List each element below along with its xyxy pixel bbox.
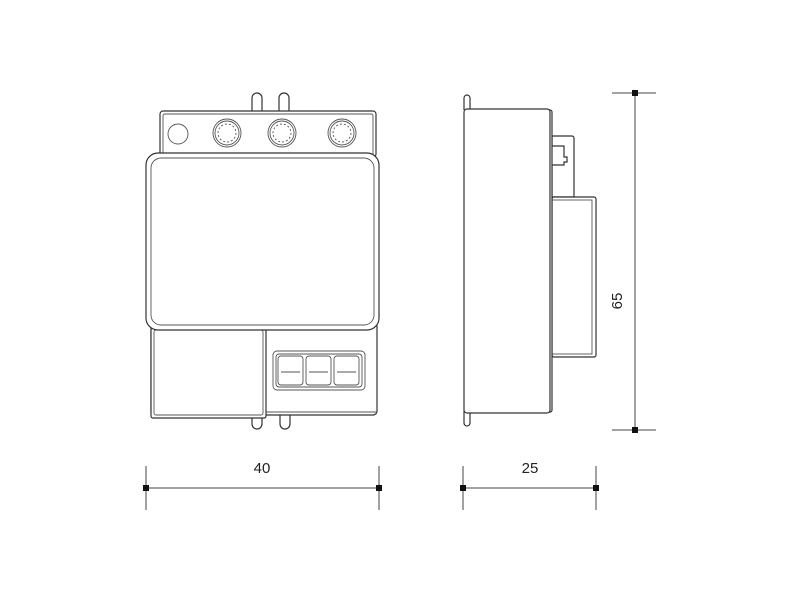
bottom-pin bbox=[279, 412, 291, 430]
side-view bbox=[463, 94, 597, 427]
dip-switch[interactable] bbox=[333, 355, 360, 386]
dip-switch[interactable] bbox=[277, 355, 304, 386]
top-pin bbox=[278, 92, 290, 112]
top-pin bbox=[251, 92, 263, 112]
side-pin bbox=[463, 411, 471, 427]
side-pin bbox=[463, 94, 471, 110]
cover bbox=[145, 152, 380, 331]
dip-switch-block bbox=[272, 350, 366, 391]
height-label: 65 bbox=[609, 293, 626, 310]
potentiometer bbox=[327, 118, 357, 148]
dip-switch[interactable] bbox=[305, 355, 332, 386]
left-compartment bbox=[150, 327, 267, 419]
depth-label: 25 bbox=[522, 460, 539, 477]
front-view bbox=[145, 92, 380, 430]
mounting-clip bbox=[551, 135, 575, 198]
potentiometer bbox=[267, 118, 297, 148]
width-label: 40 bbox=[254, 460, 271, 477]
cover-inner bbox=[150, 157, 375, 326]
side-body bbox=[463, 108, 551, 414]
rear-bracket bbox=[551, 196, 597, 358]
depth-dimension: 25 bbox=[460, 460, 599, 510]
height-dimension: 65 bbox=[609, 90, 656, 433]
width-dimension: 40 bbox=[143, 460, 382, 510]
led-indicator bbox=[167, 123, 189, 145]
potentiometer bbox=[212, 118, 242, 148]
